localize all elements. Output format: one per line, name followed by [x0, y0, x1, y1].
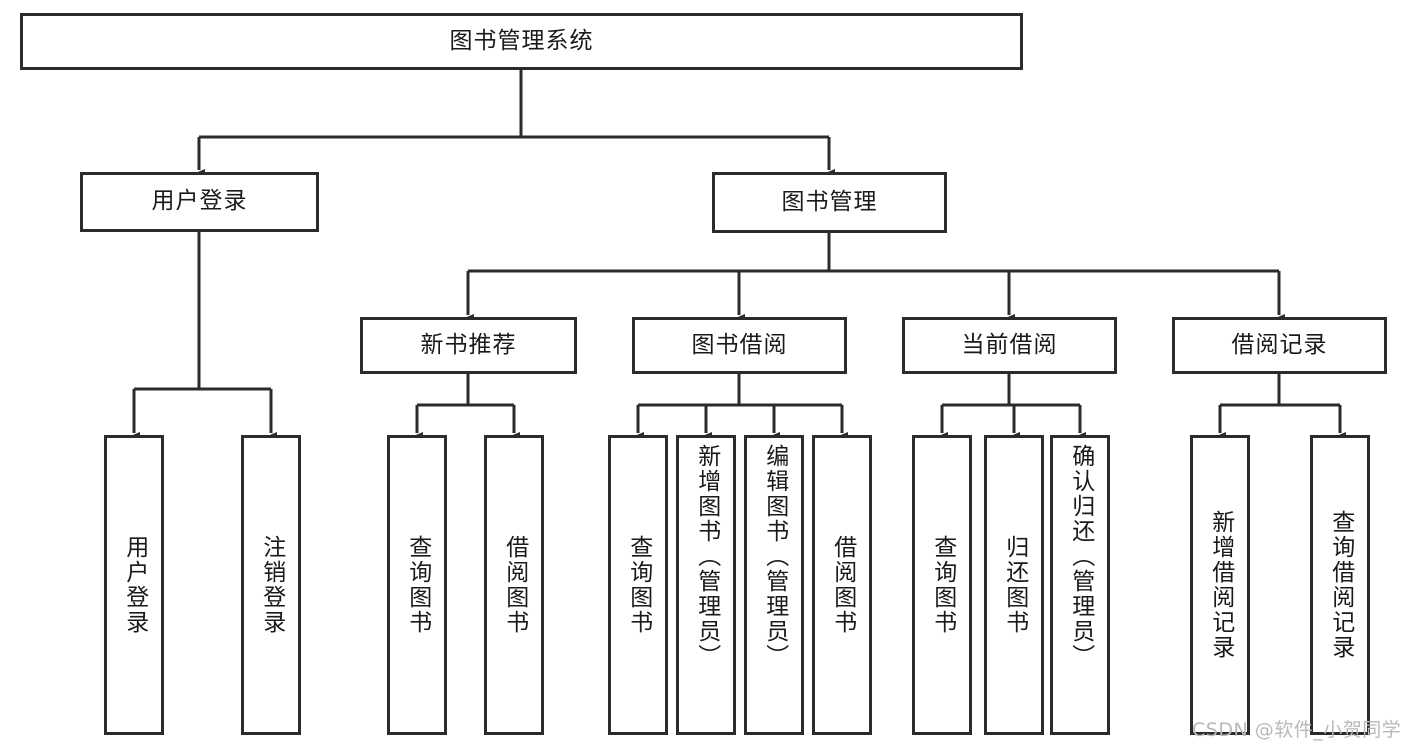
node-label: 借阅记录 — [1231, 331, 1328, 358]
node-label: 借阅图书 — [829, 535, 856, 635]
node-leaf-4[interactable]: 查询图书 — [608, 435, 668, 735]
node-label: 新书推荐 — [420, 331, 517, 358]
node-label: 编辑图书（管理员） — [761, 444, 788, 669]
node-label: 借阅图书 — [501, 535, 528, 635]
node-label: 当前借阅 — [961, 331, 1058, 358]
node-leaf-0[interactable]: 用户登录 — [104, 435, 164, 735]
node-label: 图书管理 — [781, 188, 878, 215]
node-level3-2[interactable]: 当前借阅 — [902, 317, 1117, 374]
node-label: 用户登录 — [121, 535, 148, 635]
node-level3-0[interactable]: 新书推荐 — [360, 317, 577, 374]
node-leaf-5[interactable]: 新增图书（管理员） — [676, 435, 736, 735]
node-label: 图书借阅 — [691, 331, 788, 358]
node-leaf-11[interactable]: 新增借阅记录 — [1190, 435, 1250, 735]
node-label: 查询图书 — [929, 535, 956, 635]
node-level2-0[interactable]: 用户登录 — [80, 172, 319, 232]
node-leaf-8[interactable]: 查询图书 — [912, 435, 972, 735]
node-label: 新增借阅记录 — [1207, 510, 1234, 660]
node-label: 查询图书 — [625, 535, 652, 635]
node-leaf-2[interactable]: 查询图书 — [387, 435, 447, 735]
node-label: 确认归还（管理员） — [1067, 444, 1094, 669]
node-label: 新增图书（管理员） — [693, 444, 720, 669]
node-level3-1[interactable]: 图书借阅 — [632, 317, 847, 374]
node-leaf-6[interactable]: 编辑图书（管理员） — [744, 435, 804, 735]
node-root-0[interactable]: 图书管理系统 — [20, 13, 1023, 70]
node-leaf-10[interactable]: 确认归还（管理员） — [1050, 435, 1110, 735]
node-leaf-3[interactable]: 借阅图书 — [484, 435, 544, 735]
node-label: 查询借阅记录 — [1327, 510, 1354, 660]
node-label: 图书管理系统 — [449, 27, 594, 54]
node-leaf-1[interactable]: 注销登录 — [241, 435, 301, 735]
node-leaf-7[interactable]: 借阅图书 — [812, 435, 872, 735]
node-leaf-12[interactable]: 查询借阅记录 — [1310, 435, 1370, 735]
node-label: 归还图书 — [1001, 535, 1028, 635]
node-label: 用户登录 — [151, 188, 248, 215]
node-label: 查询图书 — [404, 535, 431, 635]
node-leaf-9[interactable]: 归还图书 — [984, 435, 1044, 735]
watermark-text: CSDN @软件_小贺同学 — [1192, 719, 1402, 741]
node-level3-3[interactable]: 借阅记录 — [1172, 317, 1387, 374]
node-label: 注销登录 — [258, 535, 285, 635]
node-level2-1[interactable]: 图书管理 — [712, 172, 947, 233]
